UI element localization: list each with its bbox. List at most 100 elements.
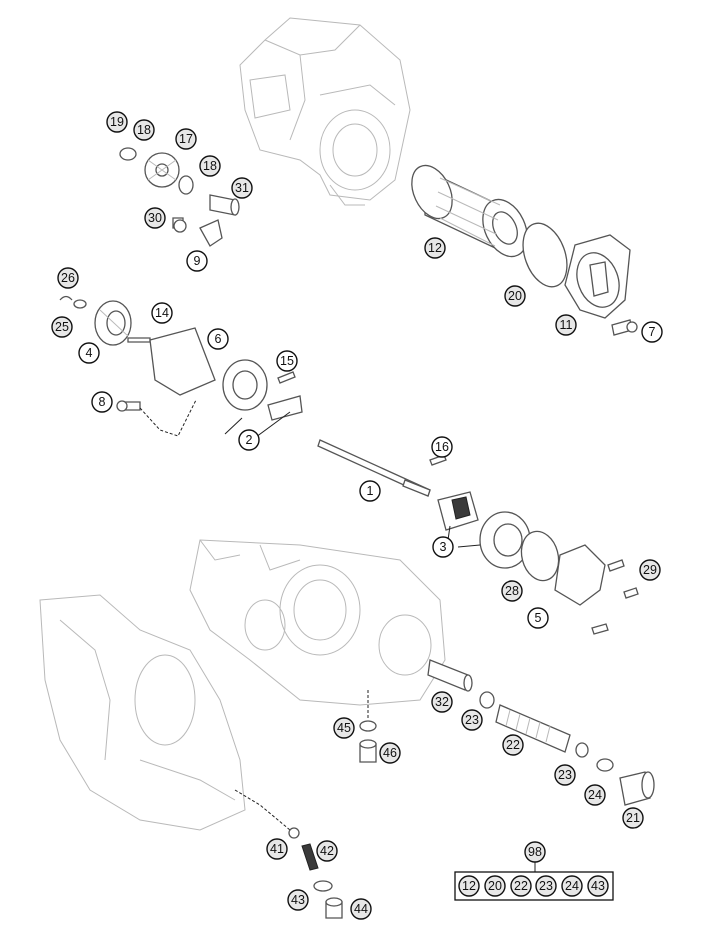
lower-crankcase-outline [189,539,446,706]
svg-text:43: 43 [291,893,305,907]
svg-text:8: 8 [99,395,106,409]
callout-28[interactable]: 28 [501,580,523,602]
spring-42 [301,843,319,871]
screw-plug-21 [619,771,655,806]
o-ring-filter-cover [522,222,568,288]
oil-pump-gear-4 [94,300,132,346]
lock-plate-9 [199,219,223,247]
kit-item-12[interactable]: 12 [458,875,480,897]
callout-5[interactable]: 5 [527,607,549,629]
callout-11[interactable]: 11 [555,314,577,336]
callout-23-upper[interactable]: 23 [461,709,483,731]
o-ring-23a [479,691,495,709]
svg-text:1: 1 [367,484,374,498]
callout-98[interactable]: 98 [524,841,546,863]
callout-3[interactable]: 3 [432,536,454,558]
oil-pump-cover-5 [554,544,606,606]
callout-32[interactable]: 32 [431,691,453,713]
svg-text:11: 11 [560,318,573,332]
oil-pump-rotor-3 [437,491,531,569]
svg-text:22: 22 [506,738,520,752]
screws-29 [591,559,639,635]
callout-1[interactable]: 1 [359,480,381,502]
o-ring-28 [520,530,560,582]
oil-screen-22 [495,704,571,753]
leader-8 [139,399,197,437]
svg-text:18: 18 [203,159,217,173]
svg-text:42: 42 [320,844,334,858]
callout-19[interactable]: 19 [106,111,128,133]
callout-45[interactable]: 45 [333,717,355,739]
leader-41 [234,789,291,831]
callout-22[interactable]: 22 [502,734,524,756]
callout-17[interactable]: 17 [175,128,197,150]
o-ring-23b [575,742,589,758]
svg-text:19: 19 [110,115,124,129]
callout-41[interactable]: 41 [266,838,288,860]
callout-12[interactable]: 12 [424,237,446,259]
pin-15 [277,371,296,384]
callout-6[interactable]: 6 [207,328,229,350]
svg-text:17: 17 [179,132,193,146]
callout-4[interactable]: 4 [78,342,100,364]
callout-18-upper[interactable]: 18 [133,119,155,141]
callout-16[interactable]: 16 [431,436,453,458]
svg-text:9: 9 [194,254,201,268]
svg-text:31: 31 [235,181,249,195]
svg-text:15: 15 [280,354,294,368]
bushing-31 [209,194,240,216]
washer-18 [178,175,194,195]
svg-text:26: 26 [61,271,75,285]
callout-26[interactable]: 26 [57,267,79,289]
svg-text:14: 14 [155,306,169,320]
svg-text:4: 4 [86,346,93,360]
callout-21[interactable]: 21 [622,807,644,829]
svg-text:7: 7 [649,325,656,339]
oil-pump-shaft-1 [317,439,431,497]
callout-46[interactable]: 46 [379,742,401,764]
callout-44[interactable]: 44 [350,898,372,920]
plug-44 [325,897,343,919]
callout-8[interactable]: 8 [91,391,113,413]
callout-43[interactable]: 43 [287,889,309,911]
screw-8 [116,400,141,412]
callout-7[interactable]: 7 [641,321,663,343]
svg-text:30: 30 [148,211,162,225]
svg-text:25: 25 [55,320,69,334]
callout-9[interactable]: 9 [186,250,208,272]
svg-text:46: 46 [383,746,397,760]
kit-item-20[interactable]: 20 [484,875,506,897]
svg-text:5: 5 [535,611,542,625]
callout-30[interactable]: 30 [144,207,166,229]
kit-item-22[interactable]: 22 [510,875,532,897]
plug-45-46 [359,720,377,763]
callout-2[interactable]: 2 [238,429,260,451]
svg-text:23: 23 [465,713,479,727]
oil-pump-cover-6 [149,327,216,396]
callout-24[interactable]: 24 [584,784,606,806]
washer-43 [313,880,333,892]
callout-18-lower[interactable]: 18 [199,155,221,177]
svg-text:20: 20 [488,879,502,893]
svg-text:45: 45 [337,721,351,735]
svg-text:98: 98 [528,845,542,859]
callout-15[interactable]: 15 [276,350,298,372]
callout-25[interactable]: 25 [51,316,73,338]
callout-20[interactable]: 20 [504,285,526,307]
kit-item-24[interactable]: 24 [561,875,583,897]
svg-text:24: 24 [565,879,579,893]
oil-filter-cover [564,234,631,319]
callout-14[interactable]: 14 [151,302,173,324]
callout-42[interactable]: 42 [316,840,338,862]
kit-box: 12 20 22 23 24 43 [454,871,614,901]
callout-29[interactable]: 29 [639,559,661,581]
kit-item-43[interactable]: 43 [587,875,609,897]
svg-text:23: 23 [539,879,553,893]
svg-text:12: 12 [428,241,442,255]
svg-text:12: 12 [462,879,476,893]
kit-item-23[interactable]: 23 [535,875,557,897]
svg-text:23: 23 [558,768,572,782]
callout-23-lower[interactable]: 23 [554,764,576,786]
washer-19 [119,147,137,161]
callout-31[interactable]: 31 [231,177,253,199]
